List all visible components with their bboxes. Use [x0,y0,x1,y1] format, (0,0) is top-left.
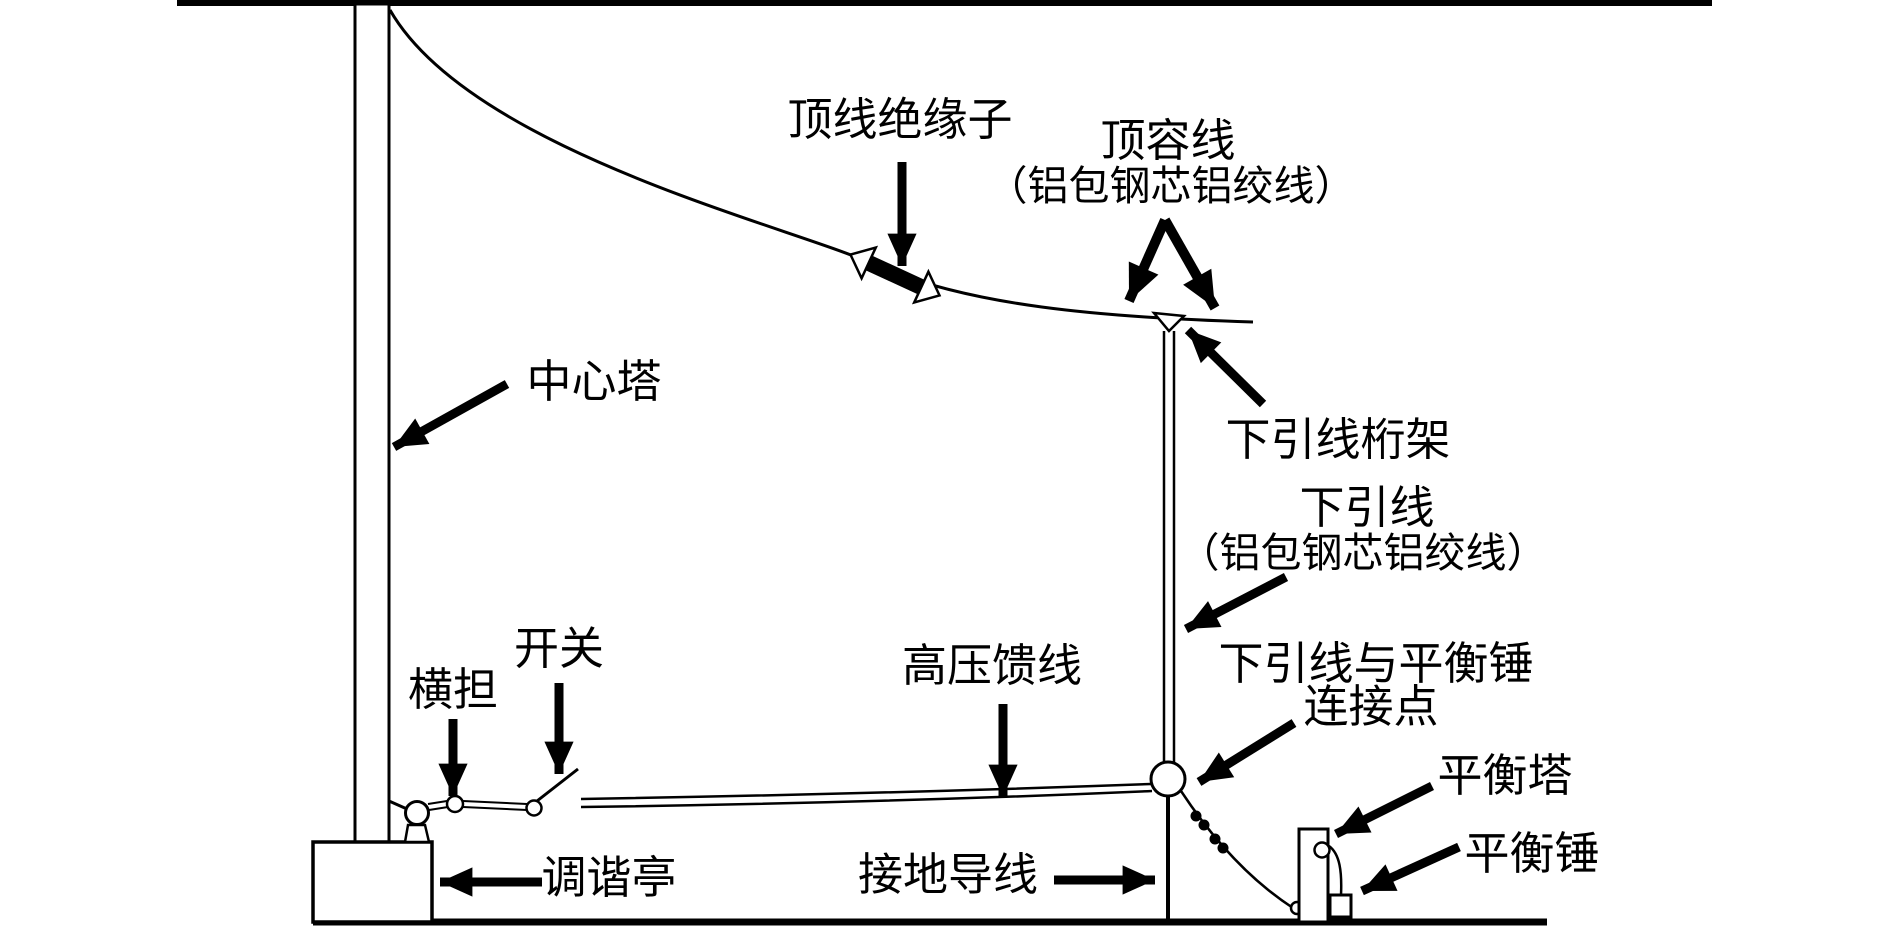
crossarm-pivot [445,794,465,814]
tuning-house [311,840,434,924]
crossarm-insulator [404,800,430,826]
label-top-capacity-line: 顶容线 [1100,116,1235,166]
feeder-line-bottom [580,789,1153,809]
connection-ball [1149,760,1187,798]
insulator-pedestal [403,823,431,844]
feeder-line-top [580,782,1152,801]
switch-hinge [525,799,543,817]
crossarm-link-top [427,800,448,805]
center-tower [353,2,391,844]
arrow-connection-point [1196,719,1297,786]
arrow-balance-tower [1333,781,1435,839]
switch-blade [536,767,579,803]
label-ground-wire: 接地导线 [858,850,1038,900]
top-insulator [848,245,942,305]
cable-bead-1 [1190,810,1202,822]
label-connection-line2: 连接点 [1303,682,1438,732]
top-insulator-body [865,255,925,295]
switch-rod-top [462,800,528,805]
counterweight [1328,893,1353,919]
balance-tower-pulley [1313,841,1331,859]
label-downlead: 下引线 [1299,483,1434,533]
cable-bead-3 [1209,833,1221,845]
balance-tower [1297,827,1330,924]
crossarm-tower-link [388,799,408,811]
label-cross-arm: 横担 [408,665,498,715]
label-balance-tower: 平衡塔 [1437,751,1572,801]
label-switch: 开关 [514,624,604,674]
label-connection-line1: 下引线与平衡锤 [1218,639,1533,689]
cable-bead-2 [1198,819,1210,831]
pulley-to-weight-cable [1328,844,1343,896]
switch-rod-bottom [462,806,528,811]
arrow-balance-weight [1360,842,1461,896]
truss-top-connector [1151,311,1187,333]
cable-bead-4 [1217,842,1229,854]
label-hv-feeder: 高压馈线 [902,641,1082,691]
arrow-center-tower [391,380,510,451]
label-top-capacity-line-sub: （铝包钢芯铝绞线） [987,163,1356,209]
arrow-top-capacity-left [1124,217,1170,304]
crossarm-link-bottom [428,806,449,811]
label-center-tower: 中心塔 [526,357,661,407]
arrow-top-capacity-right [1160,217,1220,311]
label-balance-weight: 平衡锤 [1464,829,1599,879]
label-tuning-house: 调谐亭 [541,853,676,903]
arrow-downlead [1183,573,1289,633]
label-downlead-sub: （铝包钢芯铝绞线） [1179,530,1548,576]
label-top-line-insulator: 顶线绝缘子 [787,95,1012,145]
counterweight-cable [1179,790,1294,910]
arrow-downlead-truss [1184,326,1267,408]
label-downlead-truss: 下引线桁架 [1225,415,1450,465]
